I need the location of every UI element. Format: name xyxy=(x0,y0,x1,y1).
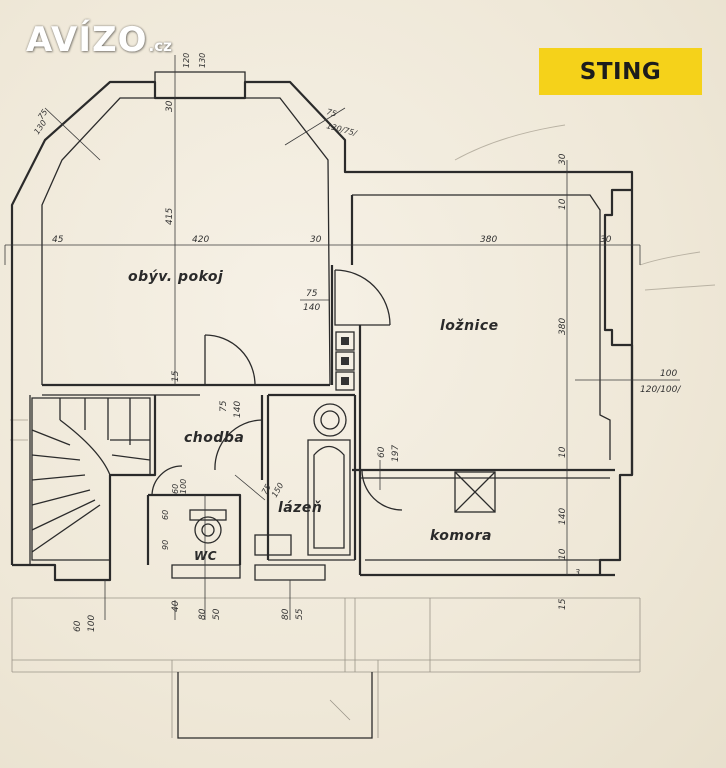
bathroom-fixtures xyxy=(189,403,351,556)
dim-label: 120/100/ xyxy=(640,385,681,395)
dim-label: 100 xyxy=(87,615,97,632)
avizo-watermark-logo: AVÍZO.cz xyxy=(26,20,172,60)
pencil-notes xyxy=(10,124,716,441)
dim-label: 75 xyxy=(219,400,229,412)
dim-label: 45 xyxy=(52,235,64,245)
dim-label: 150 xyxy=(270,481,285,499)
interior-walls xyxy=(29,195,615,581)
room-label-storage: komora xyxy=(430,528,492,544)
storage-skylight xyxy=(454,471,496,513)
dim-label: 60 xyxy=(73,620,83,632)
dim-label: 30 xyxy=(310,235,322,245)
dimension-labels: 45 420 30 380 30 415 30 120 130 75 130 7… xyxy=(32,53,681,632)
dim-label: 15 xyxy=(171,370,181,382)
dim-label: 10 xyxy=(558,548,568,560)
room-label-toilet: WC xyxy=(194,549,217,563)
dim-label: 130 xyxy=(32,118,48,136)
room-label-bathroom: lázeň xyxy=(278,500,322,516)
dim-label: 50 xyxy=(212,608,222,620)
room-label-hallway: chodba xyxy=(184,430,244,446)
dimension-lines xyxy=(4,55,680,620)
dim-label: 15 xyxy=(558,598,568,610)
dim-label: 75 xyxy=(260,483,273,496)
dim-label: 140 xyxy=(233,401,243,418)
agency-badge: STING xyxy=(539,48,702,95)
dim-label: 30 xyxy=(558,153,568,165)
dim-label: 420 xyxy=(192,235,209,245)
agency-badge-text: STING xyxy=(579,58,662,85)
dim-label: 140 xyxy=(558,508,568,525)
dim-label: 30 xyxy=(165,100,175,112)
dim-label: 10 xyxy=(558,198,568,210)
dim-label: 197 xyxy=(391,445,401,462)
staircase xyxy=(31,397,151,561)
dim-label: 75 xyxy=(325,107,337,118)
logo-tld: .cz xyxy=(148,37,172,55)
dim-label: 90 xyxy=(161,540,170,550)
room-label-bedroom: ložnice xyxy=(440,318,499,334)
dim-label: 3 xyxy=(575,568,580,577)
dim-label: 130 xyxy=(198,53,207,68)
dim-label: 10 xyxy=(558,446,568,458)
room-label-living-room: obýv. pokoj xyxy=(128,269,223,285)
dim-label: 100 xyxy=(660,369,677,379)
dim-label: 30 xyxy=(600,235,612,245)
dim-label: 55 xyxy=(295,608,305,620)
terrace xyxy=(11,597,641,739)
dim-label: 415 xyxy=(165,208,175,225)
chimney-vents xyxy=(335,331,355,391)
dim-label: 140 xyxy=(303,303,320,313)
outer-walls xyxy=(10,71,634,582)
dim-label: 60 xyxy=(377,446,387,458)
dim-label: 80 xyxy=(281,608,291,620)
dim-label: 380 xyxy=(480,235,497,245)
dim-label: 75 xyxy=(36,108,49,122)
dim-label: 80 xyxy=(198,608,208,620)
dim-label: 75 xyxy=(306,289,318,299)
dim-label: 380 xyxy=(558,318,568,335)
dim-label: 60 xyxy=(171,484,180,494)
logo-brand: AVÍZO xyxy=(26,20,148,60)
dim-label: 40 xyxy=(171,600,181,612)
dim-label: 120 xyxy=(182,53,191,68)
dim-label: 100 xyxy=(179,479,188,494)
doors xyxy=(151,269,403,511)
dim-label: 60 xyxy=(161,510,170,520)
